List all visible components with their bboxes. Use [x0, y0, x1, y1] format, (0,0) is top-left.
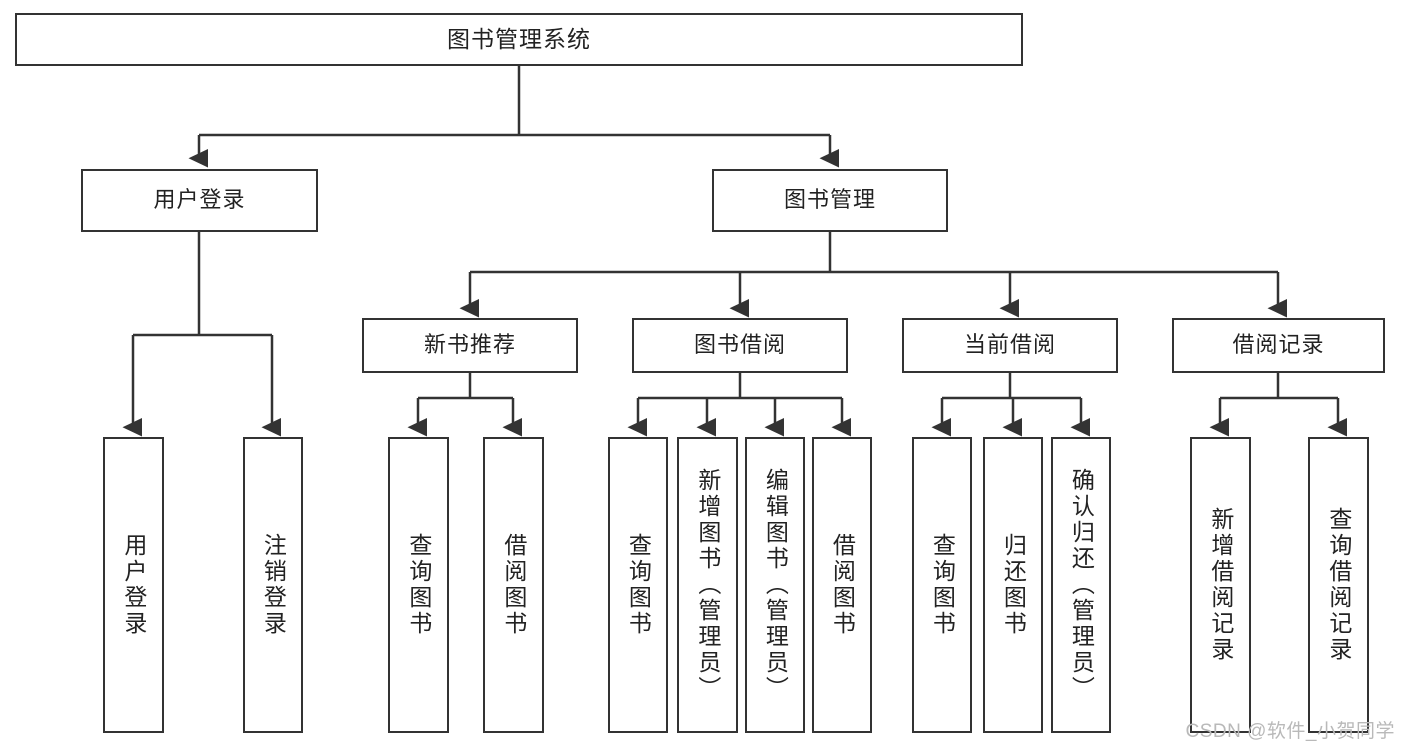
- node-leaf-return-book-label: 归还图书: [1000, 533, 1027, 637]
- node-leaf-query-borrow-record[interactable]: 查询借阅记录: [1308, 437, 1369, 733]
- node-leaf-query-borrow-record-label: 查询借阅记录: [1325, 507, 1352, 663]
- node-book-manage[interactable]: 图书管理: [712, 169, 948, 232]
- node-leaf-logout[interactable]: 注销登录: [243, 437, 303, 733]
- node-leaf-borrow-book-recommend[interactable]: 借阅图书: [483, 437, 544, 733]
- edge-user-login-to-leaves: [122, 232, 281, 437]
- edge-root-to-level2: [188, 66, 839, 168]
- node-borrow-record[interactable]: 借阅记录: [1172, 318, 1385, 373]
- node-leaf-add-borrow-record-label: 新增借阅记录: [1207, 507, 1234, 663]
- node-leaf-borrow-book[interactable]: 借阅图书: [812, 437, 872, 733]
- node-leaf-query-book-recommend[interactable]: 查询图书: [388, 437, 449, 733]
- node-new-book-recommend[interactable]: 新书推荐: [362, 318, 578, 373]
- node-current-borrow-label: 当前借阅: [963, 332, 1056, 358]
- node-leaf-query-book-current-label: 查询图书: [929, 533, 956, 637]
- node-leaf-query-book-recommend-label: 查询图书: [405, 533, 432, 637]
- node-leaf-add-borrow-record[interactable]: 新增借阅记录: [1190, 437, 1251, 733]
- csdn-watermark: CSDN @软件_小贺同学: [1185, 721, 1395, 742]
- node-leaf-logout-label: 注销登录: [260, 533, 287, 637]
- node-new-book-recommend-label: 新书推荐: [423, 332, 516, 358]
- edge-current-borrow-to-leaves: [931, 373, 1090, 437]
- node-leaf-user-login-label: 用户登录: [120, 533, 147, 637]
- edge-borrow-record-to-leaves: [1209, 373, 1347, 437]
- node-leaf-borrow-book-recommend-label: 借阅图书: [500, 533, 527, 637]
- node-root[interactable]: 图书管理系统: [15, 13, 1023, 66]
- node-leaf-borrow-book-label: 借阅图书: [829, 533, 856, 637]
- edge-new-book-rec-to-leaves: [407, 373, 522, 437]
- node-root-label: 图书管理系统: [447, 25, 591, 52]
- node-leaf-query-book[interactable]: 查询图书: [608, 437, 668, 733]
- node-current-borrow[interactable]: 当前借阅: [902, 318, 1118, 373]
- node-leaf-confirm-return-label: 确认归还（管理员）: [1068, 468, 1095, 702]
- node-leaf-add-book-label: 新增图书（管理员）: [694, 468, 721, 702]
- node-leaf-confirm-return[interactable]: 确认归还（管理员）: [1051, 437, 1111, 733]
- edge-book-manage-to-level3: [459, 232, 1287, 318]
- node-book-manage-label: 图书管理: [783, 187, 876, 213]
- node-leaf-query-book-current[interactable]: 查询图书: [912, 437, 972, 733]
- node-leaf-user-login[interactable]: 用户登录: [103, 437, 164, 733]
- node-leaf-return-book[interactable]: 归还图书: [983, 437, 1043, 733]
- edge-book-borrow-to-leaves: [627, 373, 851, 437]
- node-leaf-add-book[interactable]: 新增图书（管理员）: [677, 437, 738, 733]
- node-borrow-record-label: 借阅记录: [1232, 332, 1325, 358]
- node-leaf-edit-book[interactable]: 编辑图书（管理员）: [745, 437, 805, 733]
- node-book-borrow-label: 图书借阅: [693, 332, 786, 358]
- node-user-login[interactable]: 用户登录: [81, 169, 318, 232]
- node-leaf-query-book-label: 查询图书: [625, 533, 652, 637]
- node-leaf-edit-book-label: 编辑图书（管理员）: [762, 468, 789, 702]
- node-user-login-label: 用户登录: [153, 187, 246, 213]
- node-book-borrow[interactable]: 图书借阅: [632, 318, 848, 373]
